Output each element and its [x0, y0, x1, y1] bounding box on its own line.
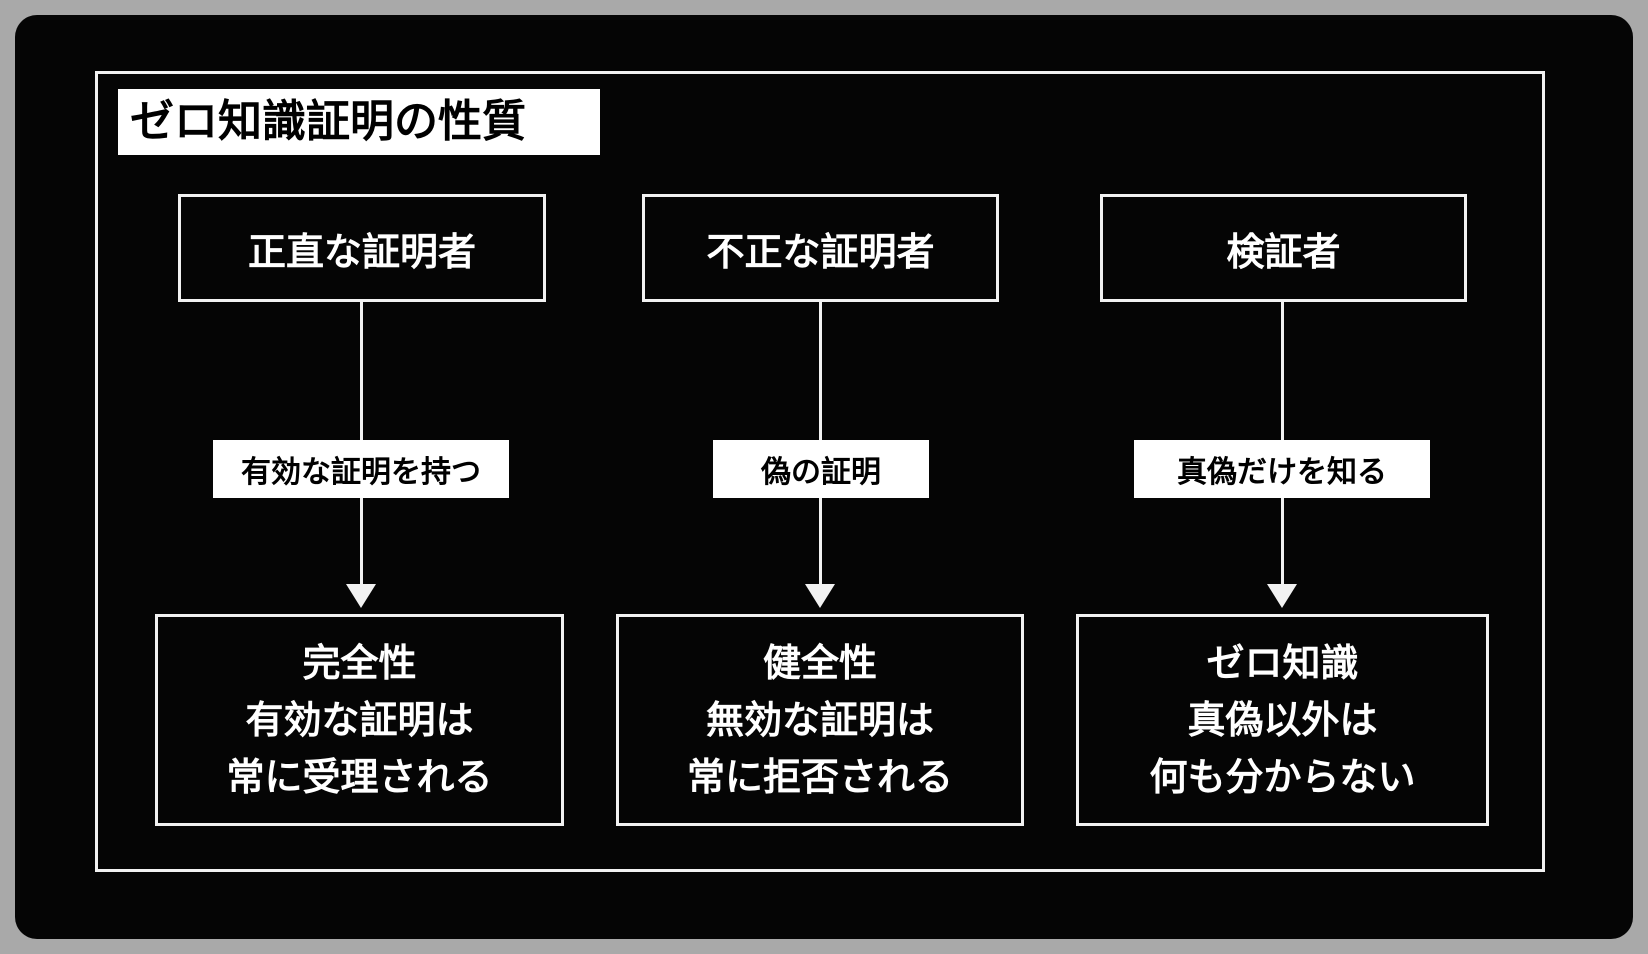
verifier-label: 真偽だけを知る — [1134, 440, 1430, 498]
arrow-down-icon — [805, 584, 835, 608]
property-desc-line: 無効な証明は — [705, 697, 934, 742]
property-desc-line: 常に拒否される — [686, 754, 953, 799]
slide-card: ゼロ知識証明の性質 正直な証明者 有効な証明を持つ 完全性 有効な証明は 常に受… — [15, 15, 1633, 939]
connector-line — [1281, 498, 1284, 588]
property-name: 健全性 — [762, 640, 877, 685]
arrow-down-icon — [346, 584, 376, 608]
property-name: ゼロ知識 — [1206, 640, 1359, 685]
diagram-title: ゼロ知識証明の性質 — [118, 89, 600, 155]
property-desc-line: 常に受理される — [226, 754, 493, 799]
connector-line — [819, 498, 822, 588]
diagram-frame: ゼロ知識証明の性質 正直な証明者 有効な証明を持つ 完全性 有効な証明は 常に受… — [95, 71, 1545, 872]
dishonest-prover-box: 不正な証明者 — [642, 194, 999, 302]
property-name: 完全性 — [302, 640, 417, 685]
property-desc-line: 真偽以外は — [1187, 697, 1378, 742]
connector-line — [819, 302, 822, 440]
arrow-down-icon — [1267, 584, 1297, 608]
zero-knowledge-box: ゼロ知識 真偽以外は 何も分からない — [1076, 614, 1489, 826]
honest-prover-box: 正直な証明者 — [178, 194, 546, 302]
dishonest-prover-label: 偽の証明 — [713, 440, 929, 498]
connector-line — [360, 498, 363, 588]
connector-line — [360, 302, 363, 440]
property-desc-line: 有効な証明は — [245, 697, 474, 742]
completeness-box: 完全性 有効な証明は 常に受理される — [155, 614, 564, 826]
connector-line — [1281, 302, 1284, 440]
soundness-box: 健全性 無効な証明は 常に拒否される — [616, 614, 1024, 826]
property-desc-line: 何も分からない — [1149, 754, 1416, 799]
verifier-box: 検証者 — [1100, 194, 1467, 302]
honest-prover-label: 有効な証明を持つ — [213, 440, 509, 498]
